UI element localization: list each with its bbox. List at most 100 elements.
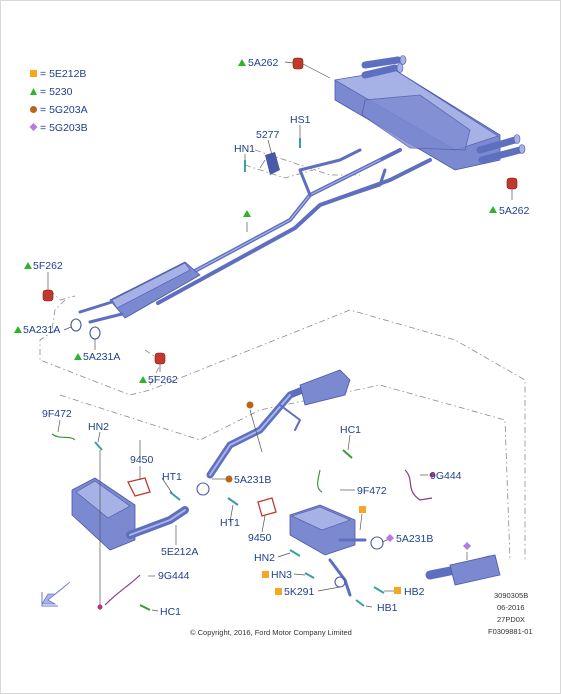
sensor-harness-icon	[104, 574, 141, 606]
label-hn1[interactable]: HN1	[234, 143, 255, 155]
hangers	[244, 138, 301, 175]
label-5f262-top[interactable]: 5F262	[33, 260, 63, 272]
marker-triangle-icon	[489, 206, 497, 213]
insulator-icon	[292, 57, 304, 70]
marker-diamond-icon	[386, 534, 394, 542]
footer-meta: © Copyright, 2016, Ford Motor Company Li…	[190, 591, 533, 637]
insulator-icon	[42, 289, 54, 302]
stud-icon	[169, 491, 181, 501]
rear-muffler-assembly	[334, 55, 526, 171]
marker-circle-icon	[246, 401, 254, 409]
front-direction-arrow-icon	[41, 581, 71, 607]
label-hn3[interactable]: HN3	[271, 569, 292, 581]
label-ht1-mid[interactable]: HT1	[220, 517, 240, 529]
insulator-icon	[154, 352, 166, 365]
label-5f262-bot[interactable]: 5F262	[148, 374, 178, 386]
doc-date: 06-2016	[497, 603, 525, 612]
label-hb2[interactable]: HB2	[404, 586, 425, 598]
legend-square-icon	[30, 70, 37, 77]
label-9450-left[interactable]: 9450	[130, 454, 154, 466]
gaskets	[127, 477, 277, 517]
lower-right-pipe	[425, 554, 501, 586]
connector-icon	[429, 472, 435, 478]
label-5a231a-1[interactable]: 5A231A	[23, 324, 60, 336]
label-5277[interactable]: 5277	[256, 129, 280, 141]
label-5a262-right[interactable]: 5A262	[499, 205, 530, 217]
label-9450-mid[interactable]: 9450	[248, 532, 272, 544]
legend-item-2: = 5230	[40, 86, 73, 98]
label-hn2-top[interactable]: HN2	[88, 421, 109, 433]
marker-diamond-icon	[463, 542, 471, 550]
label-5a231b-top[interactable]: 5A231B	[234, 474, 271, 486]
center-resonators	[78, 261, 201, 324]
legend-item-4: = 5G203B	[40, 122, 88, 134]
label-5a231b-right[interactable]: 5A231B	[396, 533, 433, 545]
rubber-insulators	[42, 57, 518, 365]
leader-lines	[47, 61, 513, 612]
nut-icon	[289, 549, 301, 557]
marker-triangle-icon	[238, 59, 246, 66]
marker-triangle-icon	[14, 326, 22, 333]
clamp-icon	[196, 482, 210, 496]
bolt-icon	[373, 586, 385, 594]
label-hs1[interactable]: HS1	[290, 114, 311, 126]
marker-square-icon	[359, 506, 366, 513]
mid-pipe	[206, 369, 351, 479]
doc-number: 3090305B	[494, 591, 528, 600]
label-9f472-left[interactable]: 9F472	[42, 408, 72, 420]
right-catalytic-converter	[289, 504, 367, 597]
legend-item-3: = 5G203A	[40, 104, 88, 116]
legend-item-1: = 5E212B	[40, 68, 86, 80]
legend-circle-icon	[30, 106, 37, 113]
label-hn2-bot[interactable]: HN2	[254, 552, 275, 564]
stud-icon	[227, 497, 239, 506]
nut-icon	[94, 441, 103, 451]
clamp-icon	[370, 536, 384, 550]
hanger-5277-icon	[265, 152, 280, 175]
gasket-icon	[127, 477, 151, 497]
o2-sensor-icon	[51, 433, 76, 441]
figure-id: F0309881-01	[488, 627, 533, 636]
marker-square-icon	[275, 588, 282, 595]
marker-square-icon	[394, 587, 401, 594]
label-5a231a-2[interactable]: 5A231A	[83, 351, 120, 363]
label-hc1-top[interactable]: HC1	[340, 424, 361, 436]
hc1-icon	[342, 449, 353, 459]
gasket-icon	[257, 497, 277, 517]
marker-triangle-icon	[24, 262, 32, 269]
nut-icon	[304, 572, 315, 579]
label-ht1-left[interactable]: HT1	[162, 471, 182, 483]
label-5k291[interactable]: 5K291	[284, 586, 315, 598]
label-5e212a[interactable]: 5E212A	[161, 546, 198, 558]
marker-triangle-icon	[243, 210, 251, 217]
left-catalytic-converter	[71, 477, 189, 551]
marker-circle-icon	[225, 475, 233, 483]
clamp-icon	[89, 326, 101, 340]
hc1-icon	[139, 604, 151, 611]
marker-triangle-icon	[74, 353, 82, 360]
label-9g444-bot[interactable]: 9G444	[158, 570, 190, 582]
connector-icon	[97, 604, 103, 610]
intermediate-pipes	[148, 148, 432, 305]
legend-diamond-icon	[29, 123, 38, 131]
label-5a262-top[interactable]: 5A262	[248, 57, 279, 69]
marker-square-icon	[262, 571, 269, 578]
part-labels: 5A262 5A262 5277 HS1 HN1 5F262 5F262 5A2…	[23, 57, 530, 618]
clamp-icon	[70, 318, 82, 332]
label-markers	[14, 59, 497, 610]
marker-triangle-icon	[139, 376, 147, 383]
bolt-icon	[355, 599, 365, 607]
fasteners	[94, 441, 385, 607]
label-9g444-right[interactable]: 9G444	[430, 470, 462, 482]
legend-triangle-icon	[30, 88, 37, 95]
insulator-icon	[506, 177, 518, 190]
label-9f472-right[interactable]: 9F472	[357, 485, 387, 497]
copyright-text: © Copyright, 2016, Ford Motor Company Li…	[190, 628, 352, 637]
o2-sensor-icon	[317, 469, 323, 493]
sensor-harness-icon	[404, 469, 433, 501]
legend: = 5E212B = 5230 = 5G203A = 5G203B	[29, 68, 88, 134]
label-hb1[interactable]: HB1	[377, 602, 398, 614]
label-hc1-bot[interactable]: HC1	[160, 606, 181, 618]
doc-code: 27PD0X	[497, 615, 525, 624]
